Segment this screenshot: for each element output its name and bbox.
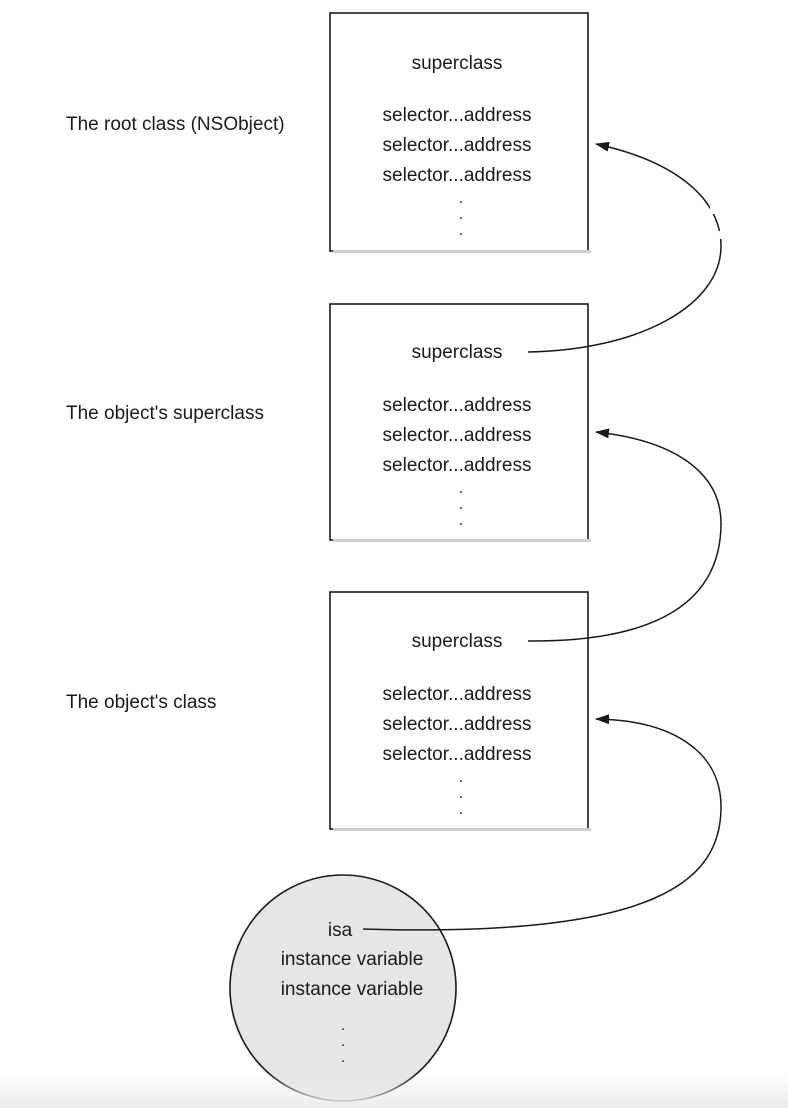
ellipsis-dots: . . . (459, 190, 463, 239)
method-entry: selector...address (383, 135, 532, 156)
bottom-shadow (0, 1074, 788, 1108)
ellipsis-dots: . . . (341, 1017, 345, 1066)
svg-text:.: . (459, 222, 463, 239)
svg-text:.: . (459, 801, 463, 818)
ellipsis-dots: . . . (459, 769, 463, 818)
method-entry: selector...address (383, 395, 532, 416)
svg-text:.: . (341, 1033, 345, 1050)
instance-variable: instance variable (281, 949, 424, 970)
superclass-field: superclass (412, 342, 503, 363)
superclass-field: superclass (412, 631, 503, 652)
svg-text:.: . (459, 206, 463, 223)
svg-text:.: . (459, 480, 463, 497)
svg-text:.: . (459, 785, 463, 802)
object-class-box: superclass selector...address selector..… (329, 591, 591, 831)
method-entry: selector...address (383, 714, 532, 735)
method-entry: selector...address (383, 744, 532, 765)
root-class-box: superclass selector...address selector..… (329, 12, 591, 253)
svg-text:.: . (341, 1049, 345, 1066)
instance-object: isa instance variable instance variable … (229, 874, 457, 1102)
svg-text:.: . (341, 1017, 345, 1034)
svg-text:.: . (459, 769, 463, 786)
method-entry: selector...address (383, 105, 532, 126)
svg-text:.: . (459, 190, 463, 207)
method-entry: selector...address (383, 684, 532, 705)
superclass-arrow-to-root (527, 141, 722, 353)
svg-text:.: . (459, 496, 463, 513)
ellipsis-dots: . . . (459, 480, 463, 529)
isa-field: isa (328, 920, 353, 941)
superclass-box: superclass selector...address selector..… (329, 303, 591, 542)
label-root-class: The root class (NSObject) (66, 114, 285, 135)
method-entry: selector...address (383, 165, 532, 186)
instance-variable: instance variable (281, 979, 424, 1000)
superclass-field: superclass (412, 53, 503, 74)
arrow-gap (710, 206, 730, 214)
superclass-arrow (527, 428, 722, 642)
svg-text:.: . (459, 512, 463, 529)
method-entry: selector...address (383, 455, 532, 476)
arrow-gap (710, 231, 730, 239)
method-entry: selector...address (383, 425, 532, 446)
label-object-superclass: The object's superclass (66, 403, 264, 424)
isa-arrow (362, 714, 722, 931)
label-object-class: The object's class (66, 692, 216, 713)
